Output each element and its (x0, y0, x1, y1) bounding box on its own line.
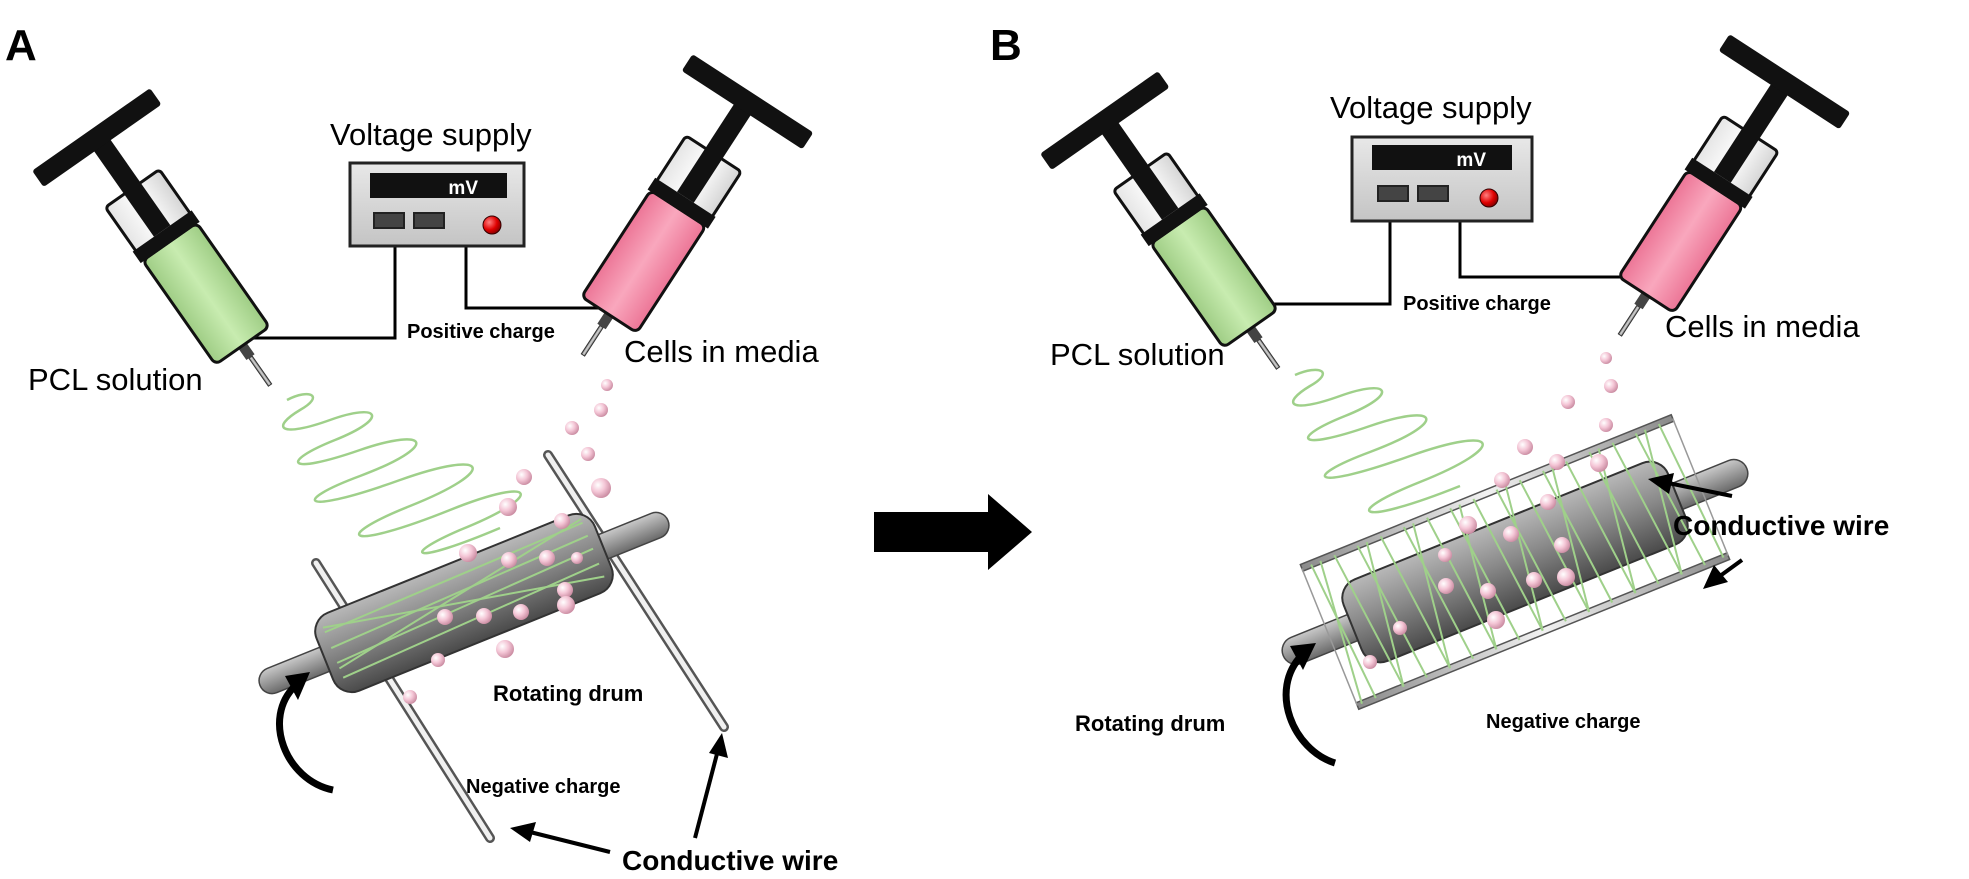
panel-a-rotation-arrow-icon (276, 672, 334, 794)
panel-a-letter: A (5, 21, 37, 70)
panel-b-wire-right (1458, 221, 1640, 279)
panel-a-conductive-wire-pointers (510, 733, 728, 854)
panel-a-voltage-supply-icon (348, 161, 526, 248)
panel-b-wire-left (1243, 221, 1392, 306)
panel-b-letter: B (990, 21, 1022, 70)
panel-a-voltage-supply-label: Voltage supply (330, 117, 532, 152)
panel-b-display-unit: mV (1456, 150, 1486, 171)
panel-a-pcl-solution-label: PCL solution (28, 362, 203, 397)
panel-b-voltage-supply-icon (1350, 135, 1534, 223)
panel-b-rotation-arrow-icon (1282, 643, 1337, 767)
panel-b-pcl-fiber (1291, 368, 1484, 514)
panel-b-voltage-supply-label: Voltage supply (1330, 90, 1532, 125)
panel-a-pcl-syringe-icon (33, 89, 273, 387)
panel-b-conductive-wire-label: Conductive wire (1673, 510, 1889, 541)
panel-b-rotating-drum (1281, 458, 1749, 666)
panel-b-conductive-wire-mesh (1299, 413, 1731, 711)
panel-b-cell-syringe-icon (1617, 35, 1850, 337)
panel-a-rotating-drum-label: Rotating drum (493, 681, 643, 706)
panel-b-negative-charge-label: Negative charge (1486, 711, 1641, 733)
panel-b-rotating-drum-label: Rotating drum (1075, 711, 1225, 736)
panel-a-pcl-fiber (281, 392, 522, 555)
panel-b: B mV Voltage supply Positive charge PCL … (990, 21, 1889, 767)
panel-a-negative-charge-label: Negative charge (466, 776, 621, 798)
panel-b-cells-in-media-label: Cells in media (1665, 309, 1860, 344)
panel-b-pcl-syringe-icon (1041, 72, 1281, 370)
panel-b-positive-charge-label: Positive charge (1403, 293, 1551, 315)
panel-a-display-unit: mV (448, 178, 478, 199)
process-arrow-icon (874, 494, 1032, 570)
panel-a-conductive-wire-label: Conductive wire (622, 845, 838, 874)
panel-a-wire-right (464, 246, 640, 310)
panel-a: A mV Voltage supply Positive charge PCL … (5, 21, 838, 876)
panel-b-pcl-solution-label: PCL solution (1050, 337, 1225, 372)
panel-b-cell-particles (1363, 352, 1618, 669)
panel-a-positive-charge-label: Positive charge (407, 321, 555, 343)
panel-b-conductive-wire-pointers (1648, 473, 1744, 589)
panel-a-cell-particles (403, 379, 613, 704)
panel-a-cell-syringe-icon (580, 55, 813, 357)
panel-a-rotating-drum (258, 511, 670, 695)
panel-a-wire-left (240, 246, 397, 340)
panel-a-cells-in-media-label: Cells in media (624, 334, 819, 369)
